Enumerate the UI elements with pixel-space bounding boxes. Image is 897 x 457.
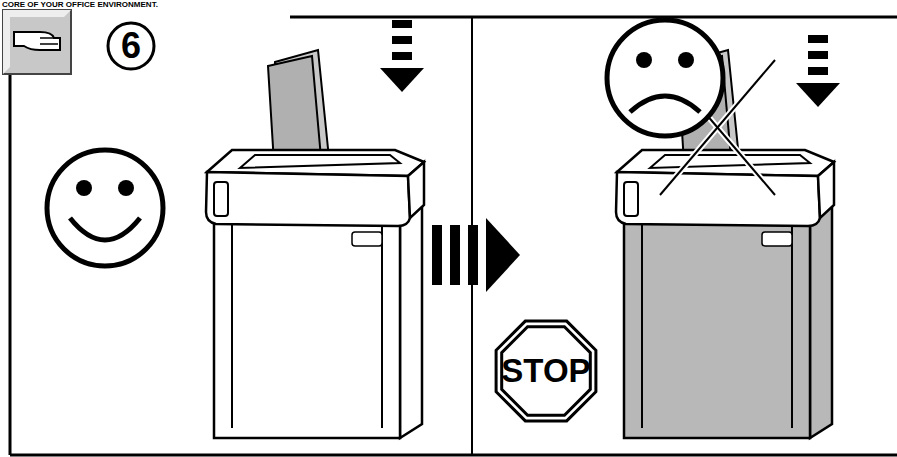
tagline: CORE OF YOUR OFFICE ENVIRONMENT.	[2, 0, 158, 9]
stop-text: STOP	[501, 352, 590, 390]
step-number-text: 6	[121, 25, 141, 67]
stop-sign: STOP	[490, 315, 602, 427]
step-number: 6	[106, 21, 156, 71]
